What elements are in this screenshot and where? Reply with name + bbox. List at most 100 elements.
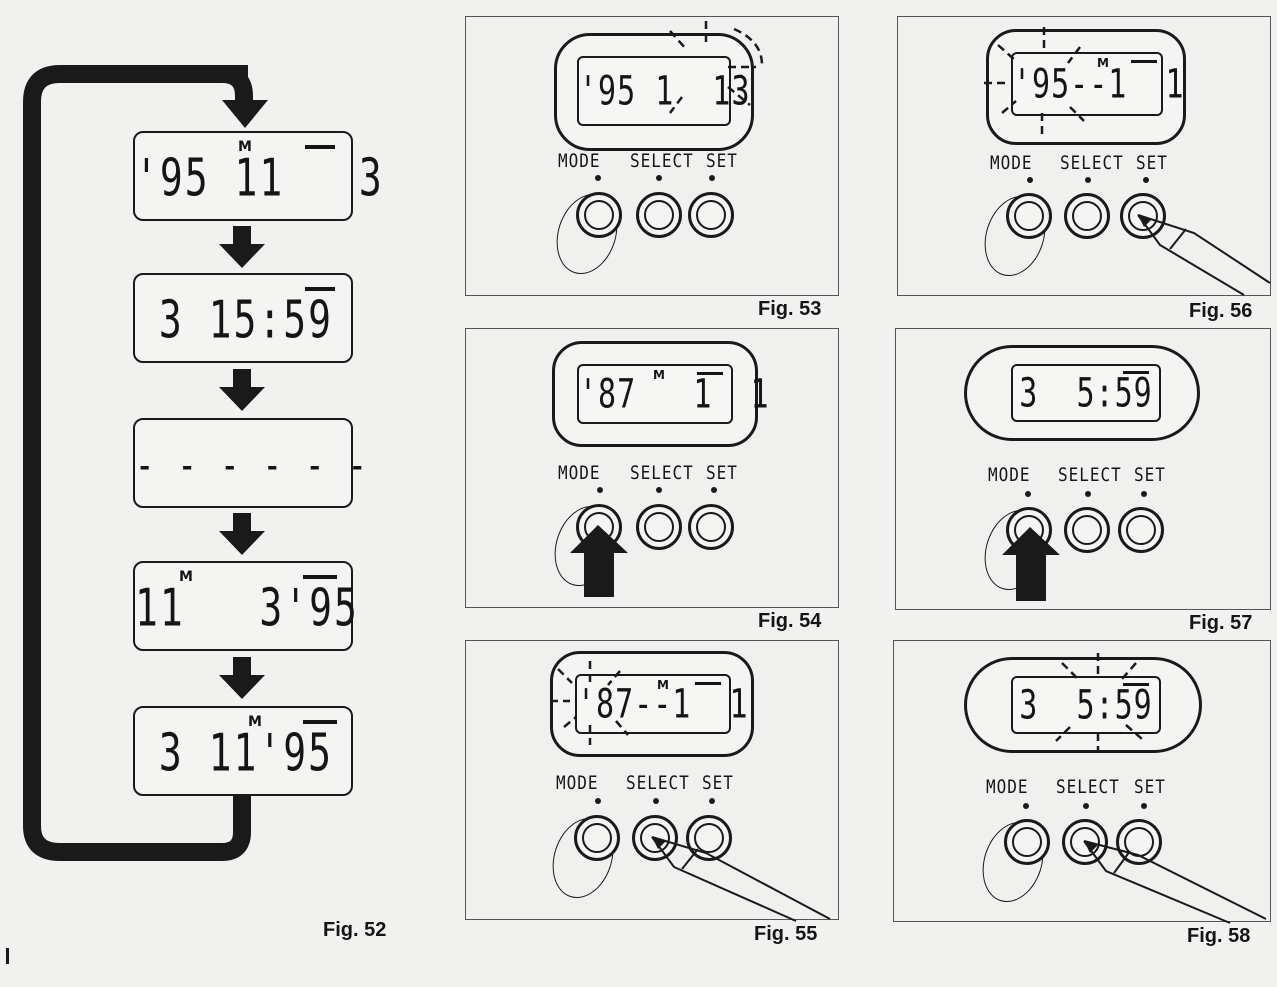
- fig-58-panel: 3 5:59 MODE SELECT SET: [893, 640, 1271, 924]
- display-text: '95 11 3: [135, 148, 384, 208]
- mode-button[interactable]: [1004, 819, 1050, 865]
- mode-button[interactable]: [576, 504, 622, 550]
- mode-button[interactable]: [1006, 507, 1052, 553]
- set-button[interactable]: [688, 504, 734, 550]
- display-text: '87 1 1: [579, 371, 770, 419]
- select-button[interactable]: [1062, 819, 1108, 865]
- figure-caption: Fig. 55: [754, 923, 818, 945]
- down-arrow-icon: [219, 657, 265, 699]
- indicator-bar: [697, 372, 723, 375]
- indicator-dot: [1141, 491, 1147, 497]
- set-label: SET: [706, 461, 738, 484]
- select-label: SELECT: [626, 771, 690, 794]
- indicator-bar: [1131, 60, 1157, 63]
- select-button[interactable]: [636, 192, 682, 238]
- watch-face: M '95--1 1: [986, 29, 1186, 145]
- display-text: 3 15:59: [158, 290, 333, 350]
- set-button[interactable]: [686, 815, 732, 861]
- select-button[interactable]: [632, 815, 678, 861]
- mode-button[interactable]: [576, 192, 622, 238]
- indicator-dot: [1083, 803, 1089, 809]
- select-label: SELECT: [1056, 775, 1120, 798]
- figure-caption: Fig. 58: [1187, 925, 1251, 947]
- watch-face: '95 1 13: [554, 33, 754, 151]
- indicator-dot: [711, 487, 717, 493]
- lcd-screen: M '95--1 1: [1011, 52, 1185, 116]
- month-indicator: M: [653, 368, 665, 382]
- indicator-dot: [597, 487, 603, 493]
- indicator-dot: [656, 175, 662, 181]
- set-label: SET: [702, 771, 734, 794]
- watch-face: M '87--1 1: [550, 651, 754, 757]
- indicator-dot: [1085, 491, 1091, 497]
- dash-display: - - - - - -: [133, 418, 369, 508]
- time-display: 3 15:59: [133, 273, 353, 363]
- display-text: - - - - - -: [135, 438, 369, 491]
- down-arrow-icon: [219, 226, 265, 268]
- display-text: '95 1 13: [579, 68, 751, 116]
- watch-face: 3 5:59: [964, 345, 1200, 441]
- indicator-dot: [595, 798, 601, 804]
- down-arrow-icon: [219, 513, 265, 555]
- indicator-dot: [1141, 803, 1147, 809]
- figure-caption: Fig. 54: [758, 610, 822, 632]
- mode-label: MODE: [990, 151, 1033, 174]
- select-button[interactable]: [1064, 507, 1110, 553]
- set-button[interactable]: [1116, 819, 1162, 865]
- indicator-dot: [595, 175, 601, 181]
- figure-caption: Fig. 57: [1189, 612, 1253, 634]
- display-text: 3 11'95: [158, 723, 333, 783]
- indicator-bar: [305, 145, 335, 149]
- indicator-bar: [1123, 371, 1149, 374]
- lcd-screen: M '87--1 1: [575, 674, 748, 734]
- indicator-dot: [709, 175, 715, 181]
- date-display-month-first: M 11 3'95: [133, 561, 359, 651]
- indicator-bar: [305, 287, 335, 291]
- mode-label: MODE: [986, 775, 1029, 798]
- mode-button[interactable]: [574, 815, 620, 861]
- lcd-screen: 3 5:59: [1011, 676, 1161, 734]
- fig-56-panel: M '95--1 1 MODE SELECT SET: [897, 16, 1271, 296]
- mode-label: MODE: [558, 149, 601, 172]
- set-label: SET: [1134, 775, 1166, 798]
- set-label: SET: [1134, 463, 1166, 486]
- indicator-bar: [303, 720, 337, 724]
- display-text: 3 5:59: [1019, 370, 1153, 418]
- indicator-dot: [1143, 177, 1149, 183]
- indicator-dot: [709, 798, 715, 804]
- indicator-dot: [1085, 177, 1091, 183]
- select-label: SELECT: [630, 149, 694, 172]
- display-text: '95--1 1: [1013, 61, 1185, 109]
- mode-label: MODE: [558, 461, 601, 484]
- display-text: 3 5:59: [1019, 682, 1153, 730]
- month-indicator: M: [248, 714, 262, 730]
- month-indicator: M: [1097, 56, 1109, 70]
- fig-55-panel: M '87--1 1 MODE SELECT SET: [465, 640, 839, 922]
- month-indicator: M: [657, 678, 669, 692]
- set-label: SET: [1136, 151, 1168, 174]
- lcd-screen: '95 1 13: [577, 56, 751, 126]
- indicator-dot: [653, 798, 659, 804]
- indicator-dot: [1027, 177, 1033, 183]
- fig-54-panel: M '87 1 1 MODE SELECT SET: [465, 328, 839, 608]
- fig-52-flow-diagram: M '95 11 3 3 15:59 - - - - - - M 11 3'95: [0, 0, 420, 987]
- fig-53-panel: '95 1 13 MODE SELECT SET: [465, 16, 839, 296]
- set-button[interactable]: [1118, 507, 1164, 553]
- figure-caption: Fig. 56: [1189, 300, 1253, 322]
- indicator-dot: [1025, 491, 1031, 497]
- figure-caption: Fig. 53: [758, 298, 822, 320]
- page-margin-mark: [6, 948, 9, 964]
- mode-label: MODE: [556, 771, 599, 794]
- set-label: SET: [706, 149, 738, 172]
- date-display-day-first: M 3 11'95: [133, 706, 353, 796]
- mode-label: MODE: [988, 463, 1031, 486]
- mode-button[interactable]: [1006, 193, 1052, 239]
- down-arrow-icon: [219, 369, 265, 411]
- select-button[interactable]: [1064, 193, 1110, 239]
- display-text: 11 3'95: [135, 578, 359, 638]
- fig-57-panel: 3 5:59 MODE SELECT SET: [895, 328, 1271, 610]
- select-label: SELECT: [630, 461, 694, 484]
- set-button[interactable]: [1120, 193, 1166, 239]
- select-button[interactable]: [636, 504, 682, 550]
- set-button[interactable]: [688, 192, 734, 238]
